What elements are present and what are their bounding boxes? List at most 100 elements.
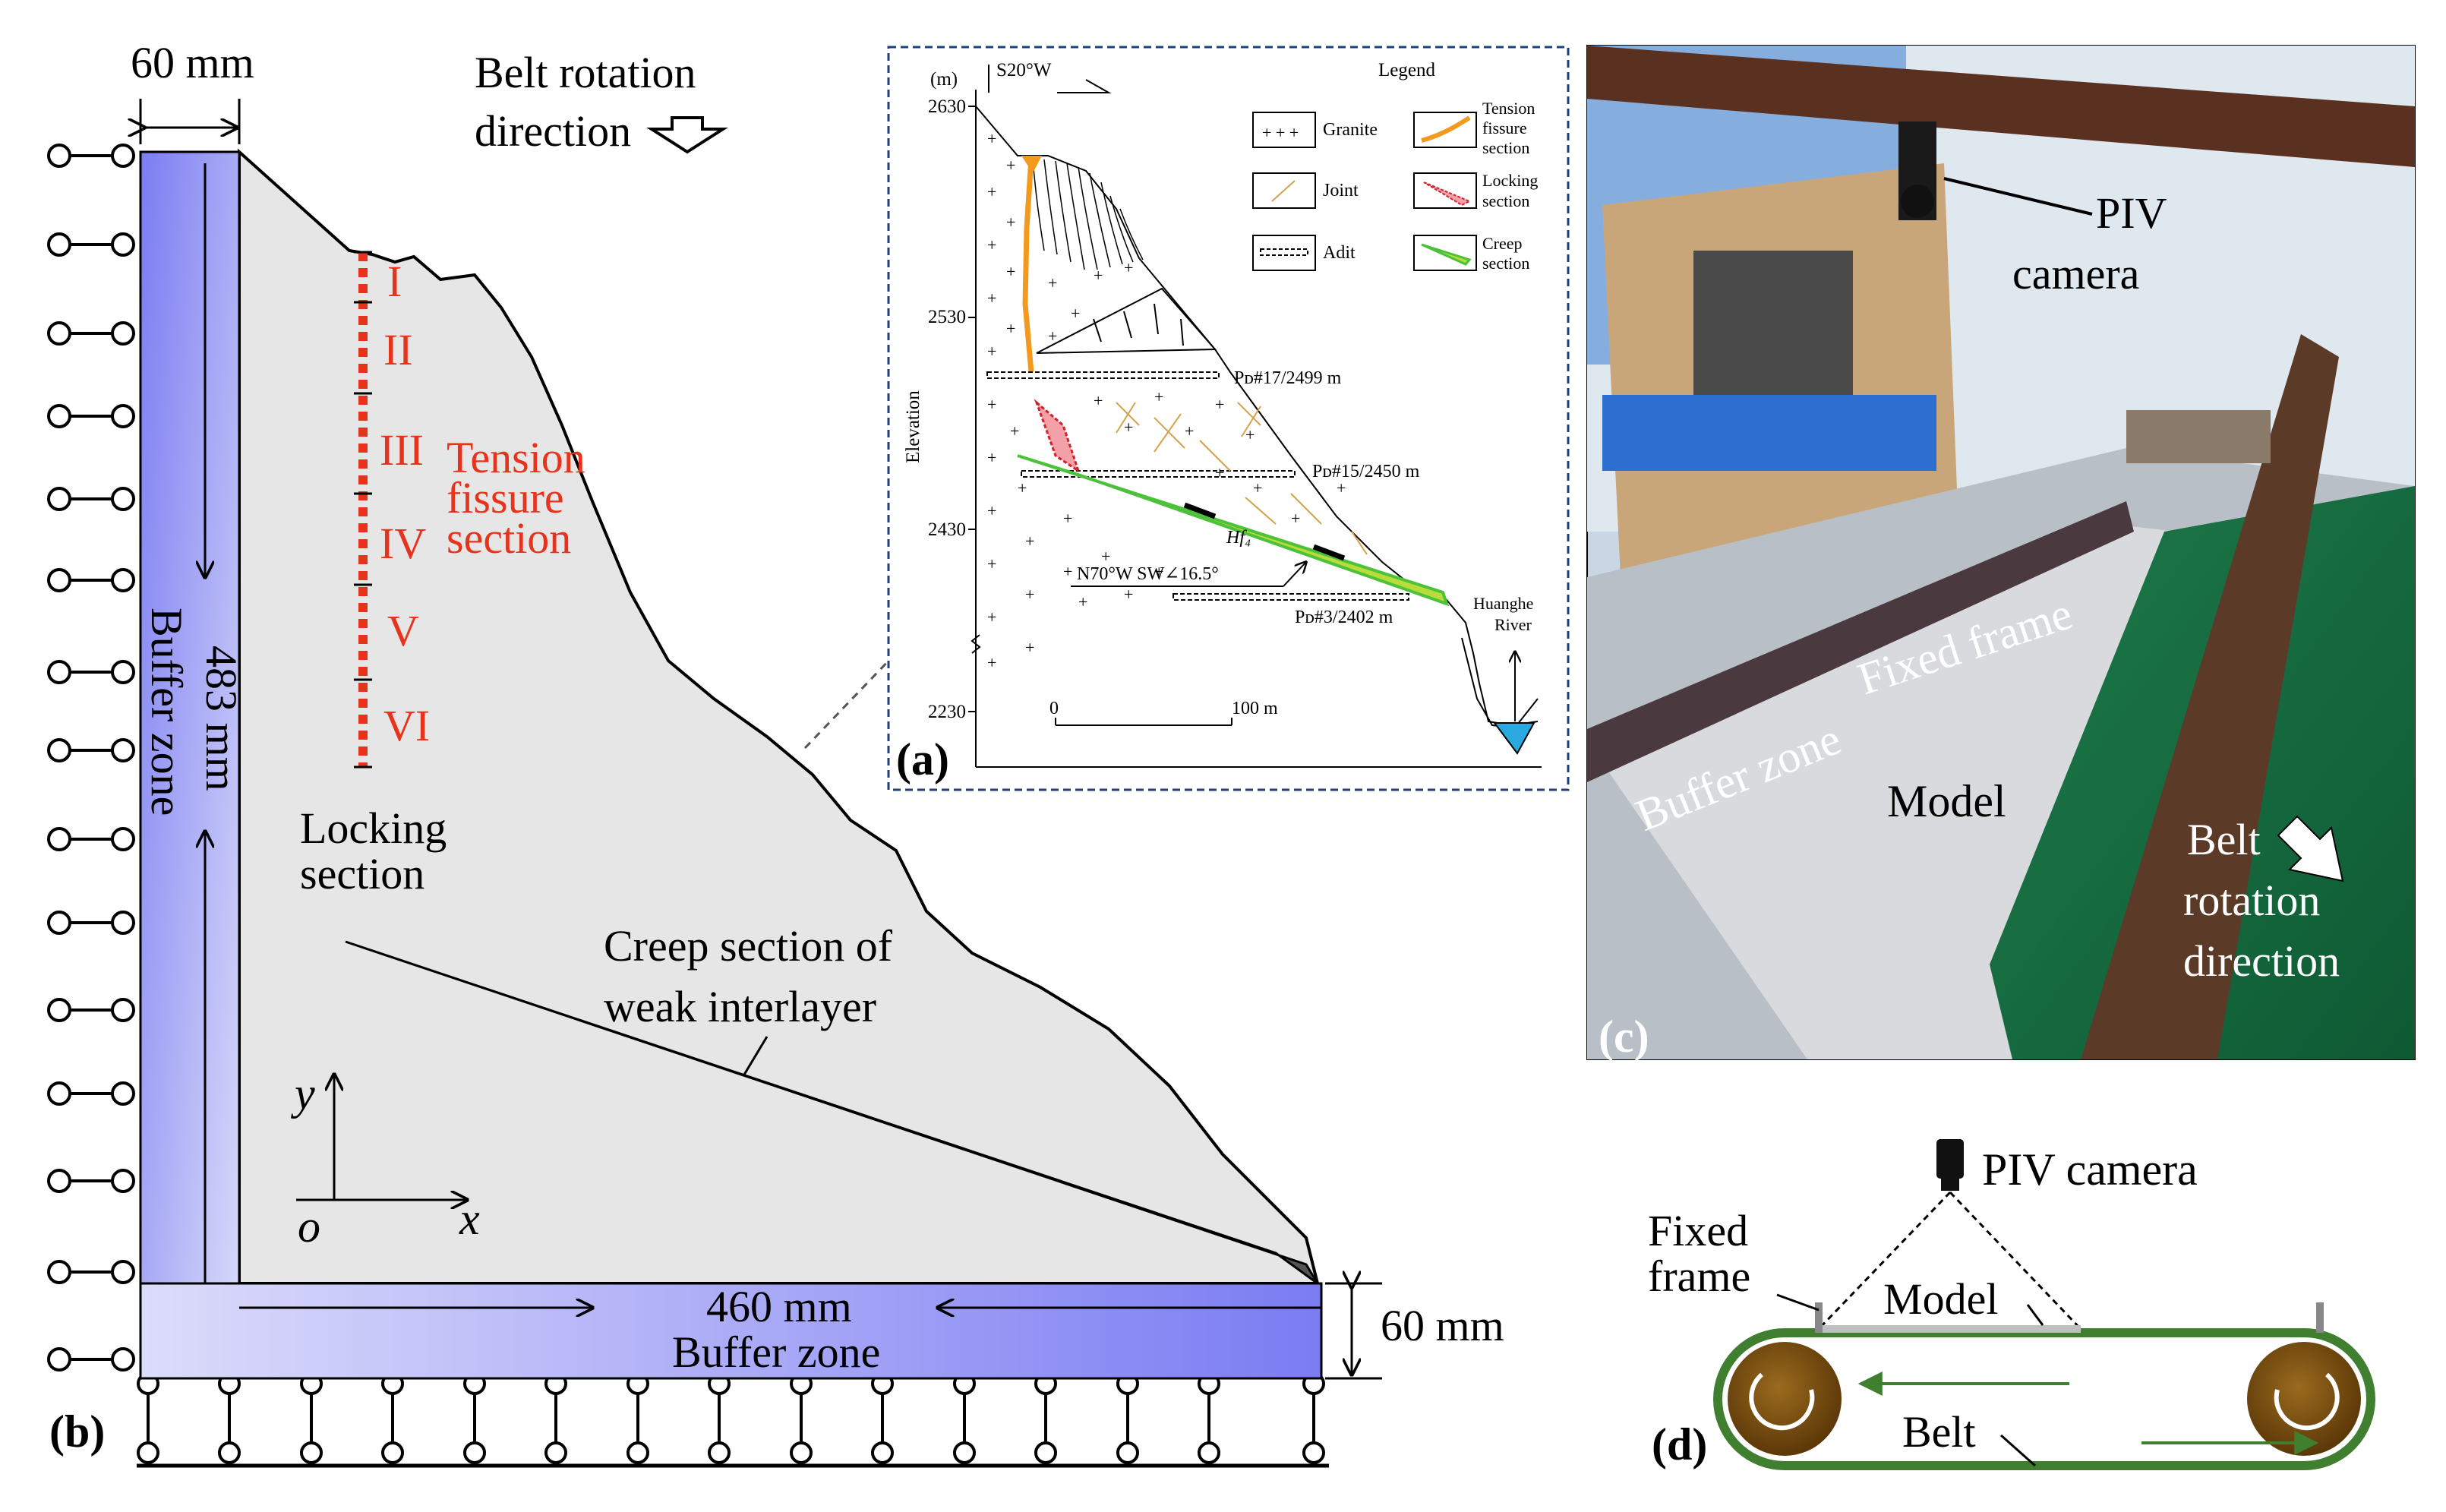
svg-text:+: +: [987, 342, 996, 361]
legend-locking-1: Locking: [1482, 171, 1538, 190]
scale-hundred: 100 m: [1232, 699, 1278, 718]
photo-fixed-frame: [1587, 501, 2134, 782]
svg-text:+: +: [1071, 304, 1080, 323]
unit-label: (m): [930, 69, 958, 90]
svg-text:+: +: [987, 554, 996, 573]
svg-text:+: +: [1094, 391, 1103, 410]
piv-camera-label: PIV camera: [1982, 1144, 2198, 1195]
belt-pointer: [2000, 1434, 2036, 1467]
elevation-ticks: 2630 2530 2430 2230: [928, 96, 976, 722]
svg-text:+: +: [987, 501, 996, 520]
tension-label-line3: section: [447, 513, 571, 563]
svg-text:+: +: [1154, 562, 1163, 581]
model-strip: [1819, 1325, 2081, 1333]
legend-creep-2: section: [1482, 254, 1529, 273]
svg-text:+: +: [1025, 585, 1034, 604]
adit-17-label: Pᴅ#17/2499 m: [1234, 368, 1342, 388]
photo-belt-direction-arrow-icon: [2277, 815, 2344, 882]
svg-text:+: +: [1154, 387, 1163, 406]
piv-camera-icon: [1936, 1139, 1964, 1179]
belt-label: Belt: [1902, 1407, 1976, 1457]
photo-model-label: Model: [1887, 776, 2006, 826]
adit-3-label: Pᴅ#3/2402 m: [1295, 608, 1393, 627]
legend-creep-1: Creep: [1482, 234, 1523, 253]
displacement-mark-1: [1183, 502, 1217, 519]
panel-d-label: (d): [1652, 1419, 1707, 1469]
svg-text:+: +: [987, 395, 996, 414]
axis-break-icon: [971, 634, 981, 654]
legend-tension-1: Tension: [1482, 99, 1535, 118]
svg-text:+: +: [987, 235, 996, 254]
fault-label: Hf₄: [1226, 528, 1251, 548]
legend-tension-3: section: [1482, 138, 1529, 157]
svg-text:+: +: [987, 448, 996, 467]
tension-label-line2: fissure: [447, 473, 564, 522]
river-label-1: Huanghe: [1473, 594, 1533, 613]
roller-right: [2247, 1342, 2361, 1456]
creep-section-profile: [1017, 454, 1450, 607]
photo-belt-label-3: direction: [2183, 936, 2340, 986]
svg-text:+: +: [1018, 478, 1027, 497]
legend-adit: Adit: [1323, 243, 1356, 263]
displacement-mark-2: [1312, 544, 1346, 561]
fixed-frame-left-post: [1815, 1302, 1823, 1333]
panel-c-label: (c): [1599, 1012, 1649, 1062]
adit-15: Pᴅ#15/2450 m: [1021, 462, 1420, 481]
dip-label: N70°W SW∠16.5°: [1077, 564, 1219, 584]
collapse-hatching: [1032, 159, 1144, 270]
photo-inclined-bar: [2081, 334, 2339, 1059]
locking-section-profile: [1034, 399, 1081, 474]
bottom-buffer-zone: [139, 1282, 1323, 1380]
adit-17: Pᴅ#17/2499 m: [986, 368, 1342, 388]
section-mark-i: I: [387, 257, 402, 306]
belt-direction-line2: direction: [475, 106, 631, 156]
legend-locking-2: section: [1482, 191, 1529, 210]
svg-text:+: +: [1006, 262, 1015, 281]
legend-granite: Granite: [1323, 120, 1378, 140]
axis-origin-label: o: [298, 1201, 320, 1252]
roller-left: [1728, 1342, 1842, 1456]
svg-text:+: +: [987, 182, 996, 201]
bottom-width-label: 460 mm: [706, 1282, 852, 1331]
granite-pattern: +++ +++ +++ +++ ++ +++ +++ +++ +++ +++ +…: [987, 129, 1346, 672]
svg-text:+: +: [1124, 418, 1133, 437]
left-buffer-label: Buffer zone: [142, 608, 191, 816]
svg-text:+: +: [1006, 213, 1015, 232]
section-mark-v: V: [387, 606, 419, 655]
locking-label-line1: Locking: [300, 803, 447, 853]
svg-text:+: +: [1215, 463, 1224, 482]
svg-text:+: +: [1078, 592, 1087, 611]
photo-belt-label-1: Belt: [2187, 815, 2261, 864]
bottom-buffer-label: Buffer zone: [672, 1327, 880, 1377]
svg-text:+: +: [1025, 532, 1034, 551]
weak-interlayer: [345, 940, 1319, 1285]
photo-piv-label-1: PIV: [2096, 188, 2167, 238]
photo-wood-beam: [1587, 46, 2415, 167]
photo-piv-pointer: [1943, 177, 2093, 216]
svg-text:+: +: [1006, 156, 1015, 175]
belt-direction-line1: Belt rotation: [475, 48, 696, 97]
left-buffer-zone: [139, 150, 241, 1380]
slope-body: [238, 148, 1320, 1285]
svg-text:+: +: [1215, 395, 1224, 414]
fixed-frame-right-post: [2316, 1302, 2324, 1333]
locking-label-line2: section: [300, 849, 424, 898]
model-pointer: [2026, 1304, 2044, 1326]
panel-c: PIV camera Fixed frame Buffer zone Model…: [1586, 45, 2416, 1062]
panel-d: PIV camera Fixed frame Model Belt (d): [1648, 1139, 2375, 1470]
section-mark-iv: IV: [380, 519, 426, 568]
svg-text:+: +: [1010, 421, 1019, 440]
svg-text:+: +: [1063, 509, 1072, 528]
dip-arrow: [1283, 562, 1306, 587]
panel-a-frame: [887, 46, 1570, 791]
svg-text:+: +: [1245, 425, 1255, 444]
svg-text:+ + +: + + +: [1262, 123, 1299, 142]
adit-3: Pᴅ#3/2402 m: [1173, 593, 1409, 627]
top-width-label: 60 mm: [131, 38, 254, 87]
river-water: [1493, 722, 1535, 755]
panel-a: (m) S20°W 2630 2530 2430 2230 Elevation: [887, 46, 1570, 791]
photo-blue-panel: [1602, 395, 1936, 471]
legend-joint: Joint: [1323, 181, 1359, 200]
creep-label-line1: Creep section of: [604, 921, 893, 971]
section-mark-vi: VI: [383, 701, 430, 750]
